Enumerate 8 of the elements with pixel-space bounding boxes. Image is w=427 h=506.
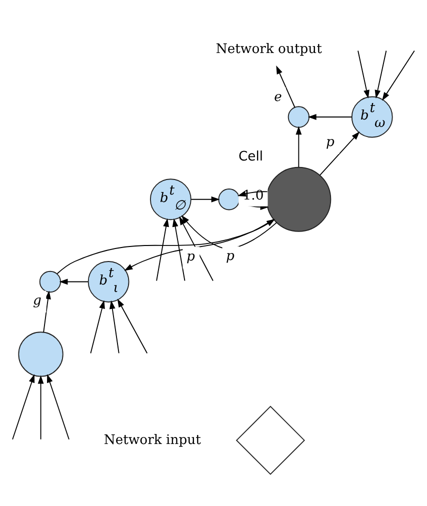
node-text: Network output	[216, 42, 322, 57]
edge-label: p	[326, 134, 334, 150]
edge-label: p	[186, 249, 195, 264]
node-text: Network input	[104, 432, 201, 448]
edge-label: p	[226, 248, 234, 264]
edge-label: g	[33, 293, 42, 308]
edge-label: e	[274, 90, 282, 105]
node-label: Cell	[238, 149, 264, 164]
